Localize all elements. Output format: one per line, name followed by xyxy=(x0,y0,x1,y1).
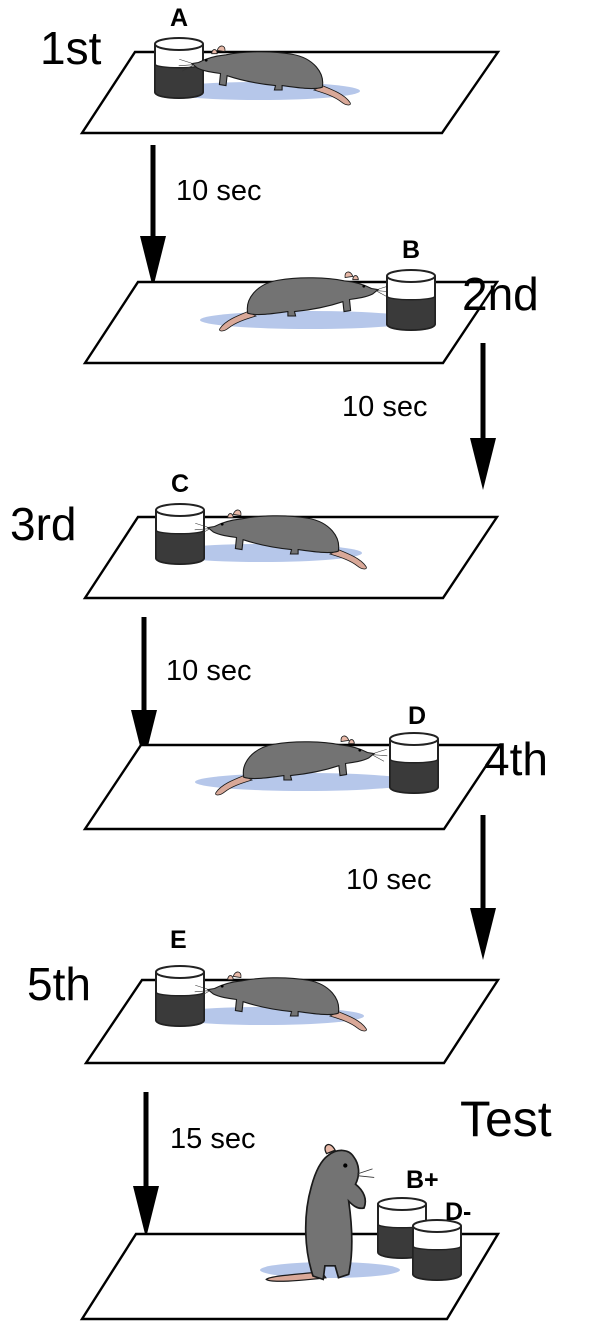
interval-5: 15 sec xyxy=(170,1123,255,1155)
trial-1-panel: A 1st xyxy=(40,4,501,135)
trial-2-panel: B 2nd xyxy=(82,236,539,365)
cup-a xyxy=(154,37,204,99)
test-label: Test xyxy=(460,1091,552,1147)
arrow-1: 10 sec xyxy=(140,145,261,288)
interval-4: 10 sec xyxy=(346,864,431,896)
arrow-3: 10 sec xyxy=(131,617,251,762)
cup-d-minus xyxy=(412,1219,462,1281)
arrow-4: 10 sec xyxy=(346,815,496,960)
arrow-2: 10 sec xyxy=(342,343,496,490)
cup-label-c: C xyxy=(171,470,189,498)
interval-1: 10 sec xyxy=(176,175,261,207)
cup-label-a: A xyxy=(170,4,188,32)
interval-2: 10 sec xyxy=(342,391,427,423)
order-label-2nd: 2nd xyxy=(462,268,539,320)
order-label-1st: 1st xyxy=(40,22,102,74)
trial-4-panel: D 4th xyxy=(82,702,548,831)
cup-d xyxy=(389,732,439,794)
cup-label-d: D xyxy=(408,702,426,730)
order-label-5th: 5th xyxy=(27,958,91,1010)
arrow-5: 15 sec xyxy=(133,1092,255,1238)
test-cup-label-b-plus: B+ xyxy=(406,1166,439,1194)
cup-b xyxy=(386,269,436,331)
cup-c xyxy=(155,503,205,565)
cup-label-e: E xyxy=(170,926,187,954)
order-label-4th: 4th xyxy=(484,733,548,785)
test-panel: Test B+ D- xyxy=(79,1091,552,1321)
trial-3-panel: C 3rd xyxy=(10,470,500,600)
cup-e xyxy=(155,965,205,1027)
test-cup-label-d-minus: D- xyxy=(445,1198,471,1226)
order-label-3rd: 3rd xyxy=(10,498,76,550)
interval-3: 10 sec xyxy=(166,655,251,687)
cup-label-b: B xyxy=(402,236,420,264)
trial-5-panel: E 5th xyxy=(27,926,501,1065)
